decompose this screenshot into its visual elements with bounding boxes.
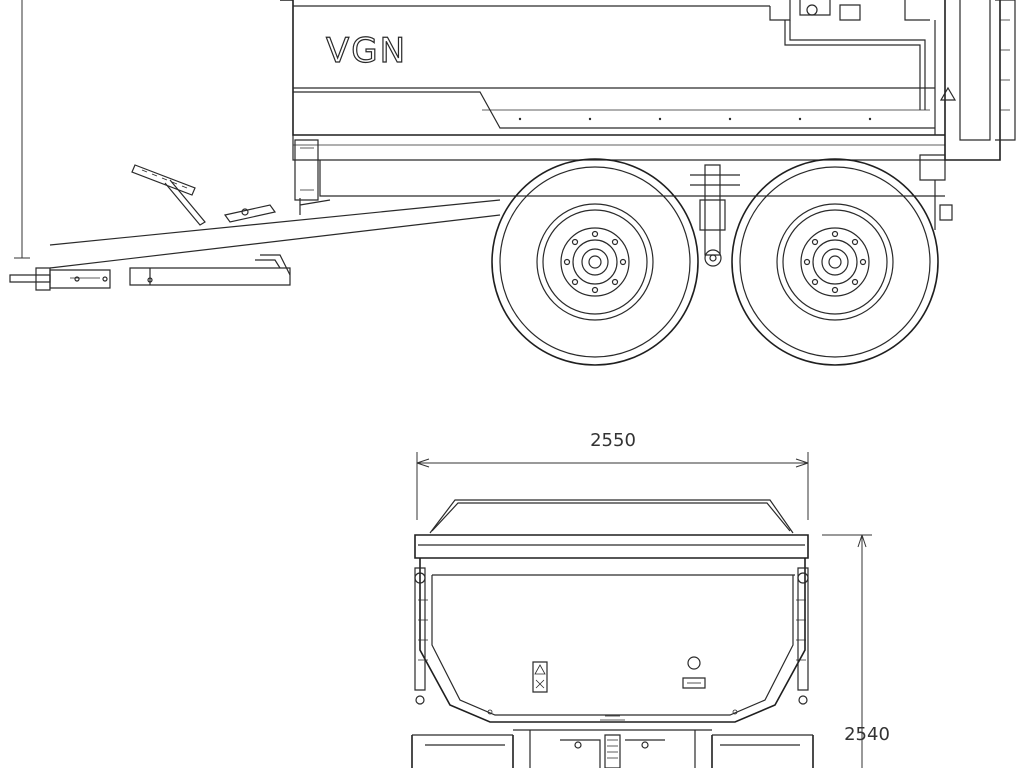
- axle-bracket: [690, 164, 740, 267]
- hydraulic-pipes: [769, 0, 930, 110]
- body-rivets: [518, 117, 872, 121]
- rear-cover: [414, 499, 809, 559]
- rear-chassis: [411, 715, 814, 768]
- rear-tailgate: [919, 0, 1016, 230]
- front-wheel-nuts: [563, 230, 627, 294]
- front-wheel: [491, 158, 699, 366]
- jack-stand: [131, 164, 331, 226]
- warning-sticker: [532, 661, 548, 693]
- height-dimension-label: 2540: [844, 724, 890, 745]
- side-height-dimension-line: [14, 0, 30, 259]
- side-view: VGN: [9, 0, 1016, 366]
- width-dimension: 2550: [416, 430, 809, 520]
- rear-wheel: [731, 158, 939, 366]
- drawbar: [9, 199, 501, 291]
- brand-logo: VGN: [326, 31, 407, 71]
- rear-wheel-nuts: [803, 230, 867, 294]
- rear-view: 2550 2540: [411, 430, 890, 768]
- rear-body: [414, 558, 809, 723]
- trailer-body: [280, 0, 945, 201]
- height-dimension: 2540: [822, 534, 890, 768]
- hydraulic-connector-icon: [682, 656, 706, 689]
- width-dimension-label: 2550: [590, 430, 636, 451]
